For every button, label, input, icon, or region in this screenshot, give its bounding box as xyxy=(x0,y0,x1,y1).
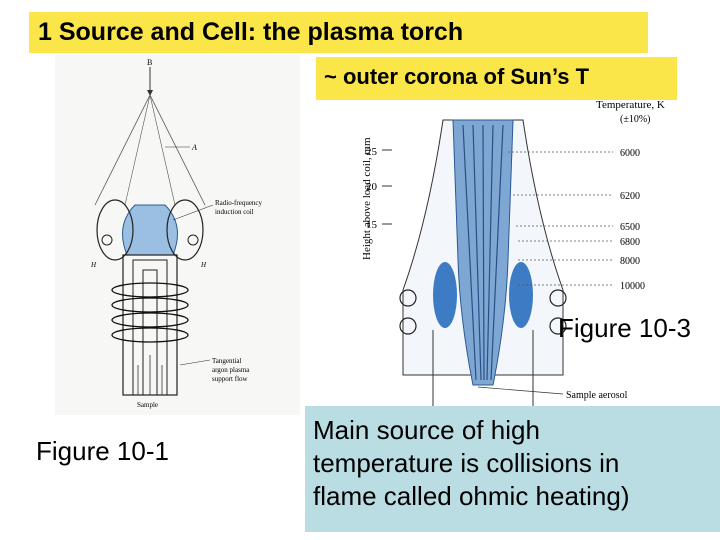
label-sample: Sample xyxy=(137,401,158,409)
sample-aerosol-label: Sample aerosol xyxy=(566,390,628,401)
label-coil-2: induction coil xyxy=(215,208,254,216)
note-line-1: Main source of high xyxy=(313,415,540,445)
axis-tick-25: 25 xyxy=(366,146,378,158)
height-axis-label: Height above load coil, mm xyxy=(361,137,373,260)
note-box: Main source of high temperature is colli… xyxy=(305,406,720,532)
temp-6800: 6800 xyxy=(620,237,640,248)
temp-6500: 6500 xyxy=(620,222,640,233)
label-tangent-2: argon plasma xyxy=(212,366,250,374)
temperature-header: Temperature, K xyxy=(596,100,665,111)
label-b: B xyxy=(147,58,152,67)
temp-6000: 6000 xyxy=(620,148,640,159)
label-tangent-1: Tangential xyxy=(212,357,241,365)
temp-10000: 10000 xyxy=(620,281,645,292)
axis-tick-20: 20 xyxy=(366,181,378,193)
torch-schematic-figure: B A H H Radio-frequency induction coil T… xyxy=(55,55,300,415)
slide-subtitle: ~ outer corona of Sun’s T xyxy=(316,57,677,100)
label-h-left: H xyxy=(90,261,97,269)
temperature-uncertainty: (±10%) xyxy=(620,114,650,125)
axis-tick-15: 15 xyxy=(366,219,378,231)
note-line-2: temperature is collisions in xyxy=(313,448,620,478)
slide-title: 1 Source and Cell: the plasma torch xyxy=(29,12,648,53)
temp-6200: 6200 xyxy=(620,191,640,202)
label-coil-1: Radio-frequency xyxy=(215,199,263,207)
figure-10-1-caption: Figure 10-1 xyxy=(36,436,169,466)
temperature-profile-figure: Height above load coil, mm 25 20 15 Temp… xyxy=(358,100,700,410)
note-line-3: flame called ohmic heating) xyxy=(313,481,630,511)
label-h-right: H xyxy=(200,261,207,269)
figure-10-3-caption: Figure 10-3 xyxy=(558,313,691,343)
label-a: A xyxy=(191,143,197,152)
temp-8000: 8000 xyxy=(620,256,640,267)
label-tangent-3: support flow xyxy=(212,375,249,383)
